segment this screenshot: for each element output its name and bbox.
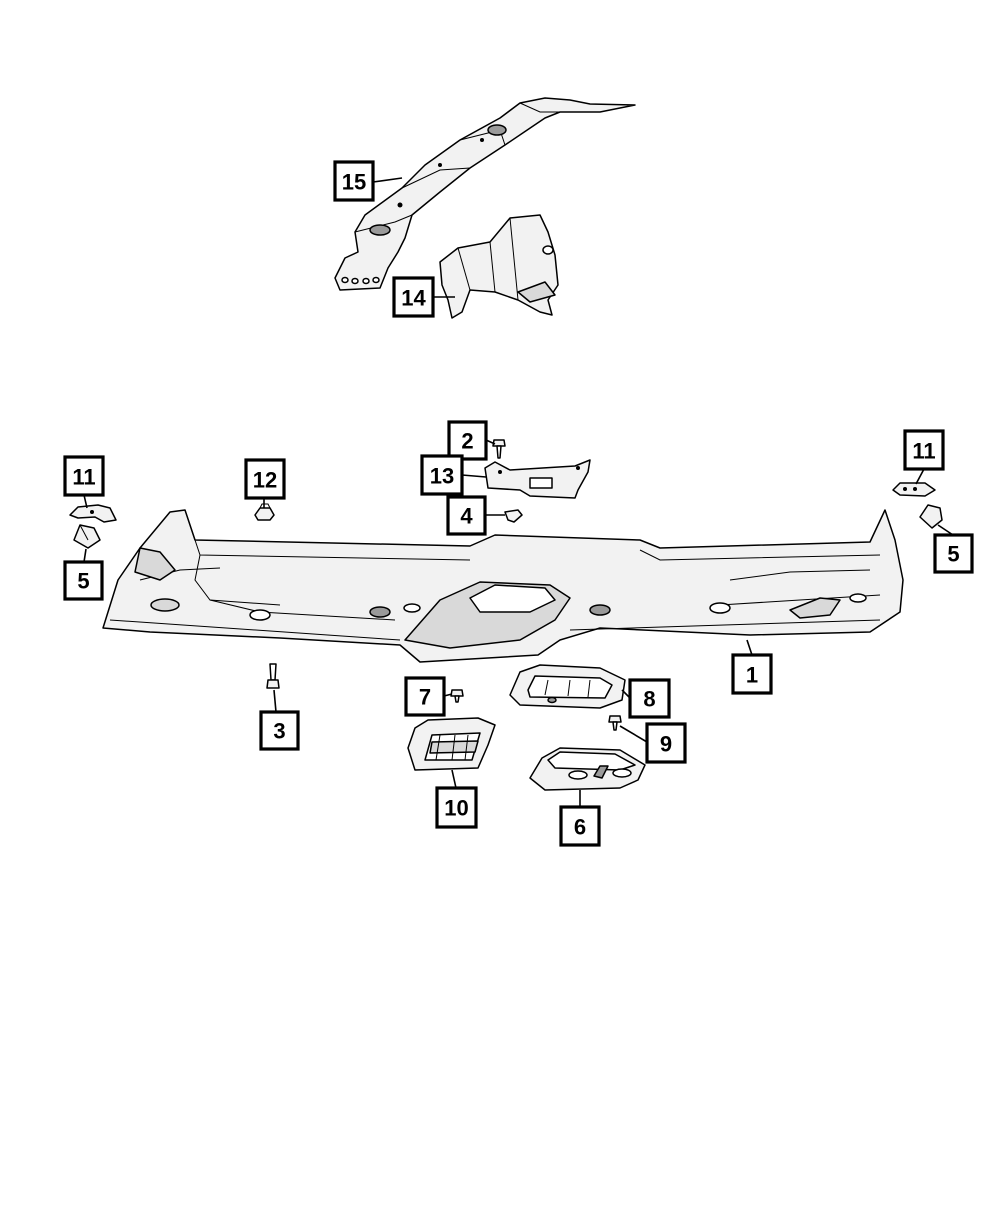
callout-label: 9 [660,732,672,757]
callout-label: 11 [72,465,95,490]
callout-label: 11 [912,439,935,464]
part-9-screw [608,715,622,731]
part-12-clip [254,503,275,521]
callout-label: 10 [444,796,468,821]
callout-label: 14 [401,286,426,311]
callout-5-left: 5 [63,560,104,601]
callout-label: 5 [947,542,959,567]
part-6-overhead-lamp [529,747,646,791]
part-7-screw [450,689,464,703]
callout-11-right: 11 [903,429,945,471]
callout-label: 12 [253,468,277,493]
callout-label: 5 [77,569,89,594]
callout-4: 4 [446,495,487,536]
part-4-nut [504,509,523,523]
callout-label: 4 [460,504,473,529]
part-5-left-cover [73,524,101,549]
part-11-left-clip [69,504,117,523]
callout-14: 14 [392,276,435,318]
callout-12: 12 [244,458,286,500]
callout-11-left: 11 [63,455,105,497]
part-5-right-cover [919,504,943,529]
callout-1: 1 [731,653,773,695]
callout-5-right: 5 [933,533,974,574]
part-1-headliner [102,509,904,663]
callout-label: 1 [746,663,758,688]
part-8-console-frame [509,664,626,709]
leader-lines [83,177,954,807]
callout-label: 15 [342,170,366,195]
callout-7: 7 [404,676,446,717]
part-11-right-clip [892,482,936,497]
callout-label: 3 [273,719,285,744]
callout-15: 15 [333,160,375,202]
callout-6: 6 [559,805,601,847]
part-15-reinforcement-bar [334,97,636,291]
callout-label: 2 [461,429,473,454]
callout-9: 9 [645,722,687,764]
callout-2: 2 [447,420,488,461]
callout-8: 8 [628,678,671,719]
callout-10: 10 [435,786,478,829]
part-14-bracket [439,214,559,319]
callout-label: 6 [574,815,586,840]
callout-label: 8 [643,687,655,712]
part-10-bezel [407,717,496,771]
callout-3: 3 [259,710,300,751]
callout-label: 13 [430,464,454,489]
callout-13: 13 [420,454,464,496]
callout-label: 7 [419,685,431,710]
part-13-bracket-plate [484,459,591,499]
part-3-bolt [266,663,280,689]
part-2-screw [492,439,506,459]
